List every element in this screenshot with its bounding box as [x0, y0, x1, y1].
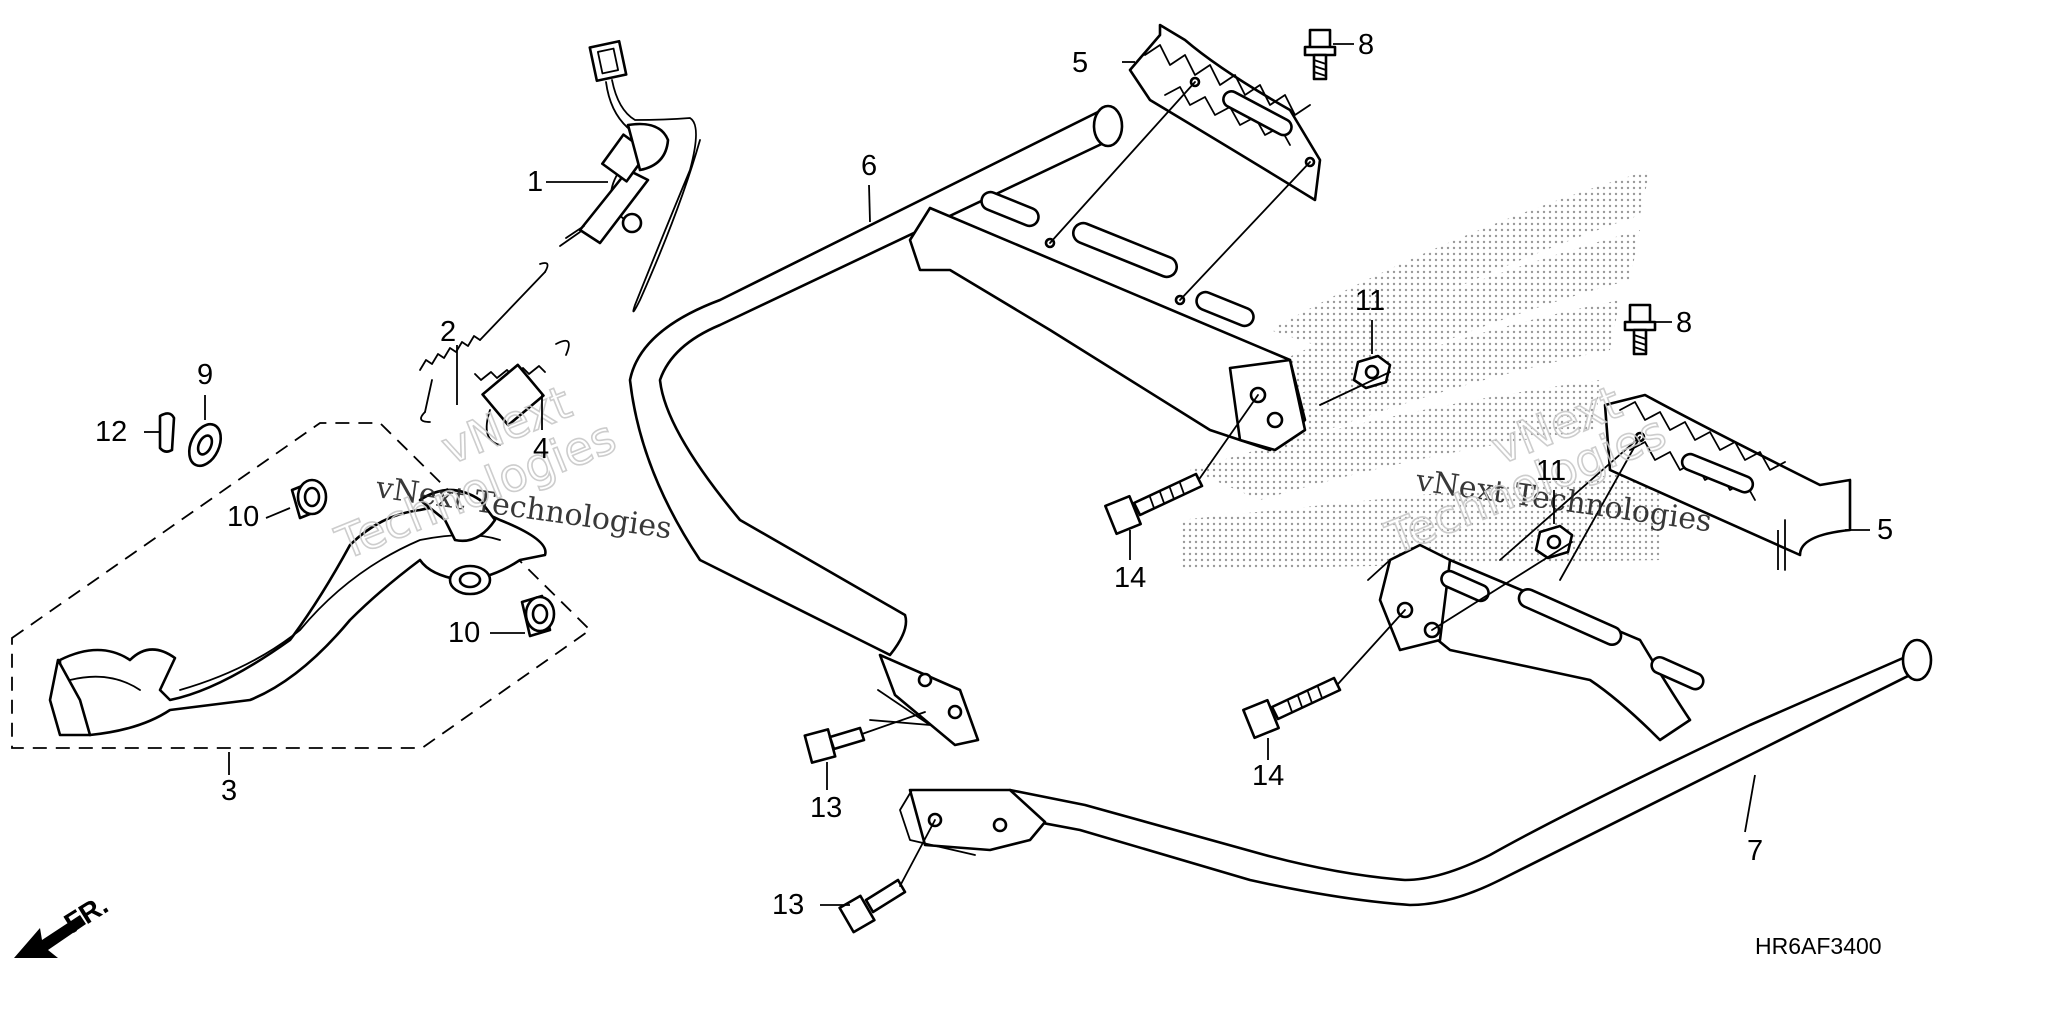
callout-3: 3	[221, 775, 237, 807]
part-1-brake-switch	[559, 39, 701, 313]
part-10-bushing-lower	[520, 594, 556, 638]
part-12-pin	[158, 412, 176, 453]
part-14-bolt-lower	[1242, 676, 1342, 740]
callout-11-upper: 11	[1355, 285, 1385, 317]
part-8-bolt-upper	[1303, 28, 1337, 81]
assembly-lines	[1049, 81, 1786, 581]
assembly-lines-14	[1199, 371, 1573, 685]
callouts: 1 2 3 4 5 5 6 7 8 8 9 10 10 11 11 12 13 …	[95, 29, 1893, 921]
callout-6: 6	[861, 150, 877, 182]
callout-7: 7	[1747, 835, 1763, 867]
part-14-bolt-upper	[1104, 472, 1204, 536]
callout-5-upper: 5	[1072, 47, 1088, 79]
callout-9: 9	[197, 359, 213, 391]
callout-13-lower: 13	[772, 889, 804, 921]
callout-10-lower: 10	[448, 617, 480, 649]
part-11-nut-upper	[1352, 354, 1392, 390]
part-7-step-bar	[899, 543, 1933, 907]
part-8-bolt-lower	[1623, 303, 1657, 356]
part-6-step-bar	[628, 104, 1307, 747]
part-13-bolt-lower	[838, 878, 907, 934]
front-arrow-icon	[14, 915, 86, 958]
front-direction-marker: FR.	[14, 889, 113, 958]
callout-1: 1	[527, 166, 543, 198]
callout-8-lower: 8	[1676, 307, 1692, 339]
part-5-footpeg-upper	[1128, 23, 1322, 202]
callout-14-lower: 14	[1252, 760, 1284, 792]
callout-13-upper: 13	[810, 792, 842, 824]
callout-12: 12	[95, 416, 127, 448]
part-4-spring	[474, 339, 570, 446]
part-2-spring	[419, 262, 549, 423]
callout-10-upper: 10	[227, 501, 259, 533]
callout-4: 4	[533, 433, 549, 465]
callout-14-upper: 14	[1114, 562, 1146, 594]
part-5-footpeg-lower	[1603, 393, 1852, 557]
assembly-lines-13	[861, 711, 936, 887]
callout-5-lower: 5	[1877, 514, 1893, 546]
callout-2: 2	[440, 316, 456, 348]
part-3-brake-pedal	[11, 422, 592, 749]
diagram-code: HR6AF3400	[1755, 933, 1882, 959]
callout-11-lower: 11	[1536, 455, 1566, 487]
part-11-nut-lower	[1534, 524, 1574, 560]
leader-lines	[144, 43, 1870, 906]
part-13-bolt-upper	[803, 726, 866, 764]
part-10-bushing-upper	[290, 478, 328, 520]
part-9-washer	[187, 422, 223, 468]
callout-8-upper: 8	[1358, 29, 1374, 61]
